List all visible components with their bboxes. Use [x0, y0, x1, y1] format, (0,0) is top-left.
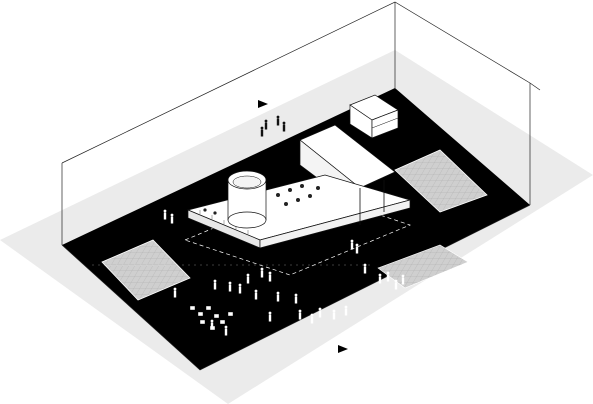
entrance-arrow-icon	[338, 345, 348, 353]
deck-furniture	[203, 184, 320, 215]
human-figure-icon	[264, 119, 268, 130]
wireframe-enclosure	[61, 1, 541, 245]
human-figure-icon	[260, 126, 264, 137]
human-figure-icon	[310, 313, 314, 324]
left-floor-panel	[101, 239, 191, 301]
human-figure-icon	[332, 309, 336, 320]
human-figure-icon	[170, 213, 174, 224]
human-figure-icon	[350, 239, 354, 250]
human-figure-icon	[268, 311, 272, 322]
human-figure-icon	[260, 267, 264, 278]
right-floor-panel	[394, 149, 488, 213]
human-figure-icon	[294, 293, 298, 304]
human-figure-icon	[276, 291, 280, 302]
human-figure-icon	[386, 271, 390, 282]
human-figure-icon	[378, 273, 382, 284]
human-figure-icon	[276, 115, 280, 126]
human-figure-icon	[254, 289, 258, 300]
human-figure-icon	[282, 121, 286, 132]
human-figure-icon	[246, 273, 250, 284]
kiosk-cube	[349, 94, 399, 139]
north-arrow-icon	[258, 100, 268, 108]
human-figure-icon	[298, 309, 302, 320]
people-figures	[163, 115, 405, 336]
human-figure-icon	[394, 279, 398, 290]
human-figure-icon	[210, 319, 214, 330]
cylinder-volume	[227, 170, 267, 229]
human-figure-icon	[355, 243, 359, 254]
human-figure-icon	[363, 263, 367, 274]
human-figure-icon	[318, 307, 322, 318]
human-figure-icon	[213, 279, 217, 290]
human-figure-icon	[173, 287, 177, 298]
human-figure-icon	[344, 305, 348, 316]
human-figure-icon	[268, 271, 272, 282]
human-figure-icon	[228, 281, 232, 292]
human-figure-icon	[401, 274, 405, 285]
human-figure-icon	[224, 325, 228, 336]
human-figure-icon	[163, 209, 167, 220]
human-figure-icon	[238, 283, 242, 294]
